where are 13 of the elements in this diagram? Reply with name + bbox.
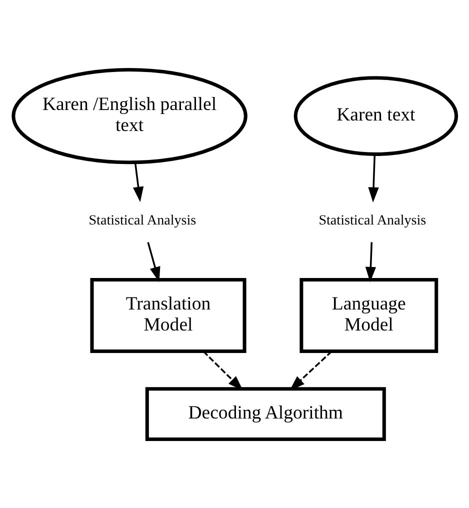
arrow bbox=[146, 241, 160, 282]
arrow bbox=[289, 350, 332, 390]
node-box: Translation Model bbox=[90, 277, 246, 353]
node-box: Decoding Algorithm bbox=[144, 386, 386, 441]
node-text: Statistical Analysis bbox=[318, 212, 426, 228]
arrow bbox=[368, 154, 378, 202]
node-ellipse: Karen /English parallel text bbox=[11, 67, 247, 164]
node-text: Statistical Analysis bbox=[88, 212, 196, 228]
arrow bbox=[364, 242, 376, 282]
node-box: Language Model bbox=[299, 277, 438, 353]
node-ellipse: Karen text bbox=[293, 76, 458, 156]
arrow bbox=[202, 350, 243, 390]
arrow bbox=[132, 162, 144, 202]
